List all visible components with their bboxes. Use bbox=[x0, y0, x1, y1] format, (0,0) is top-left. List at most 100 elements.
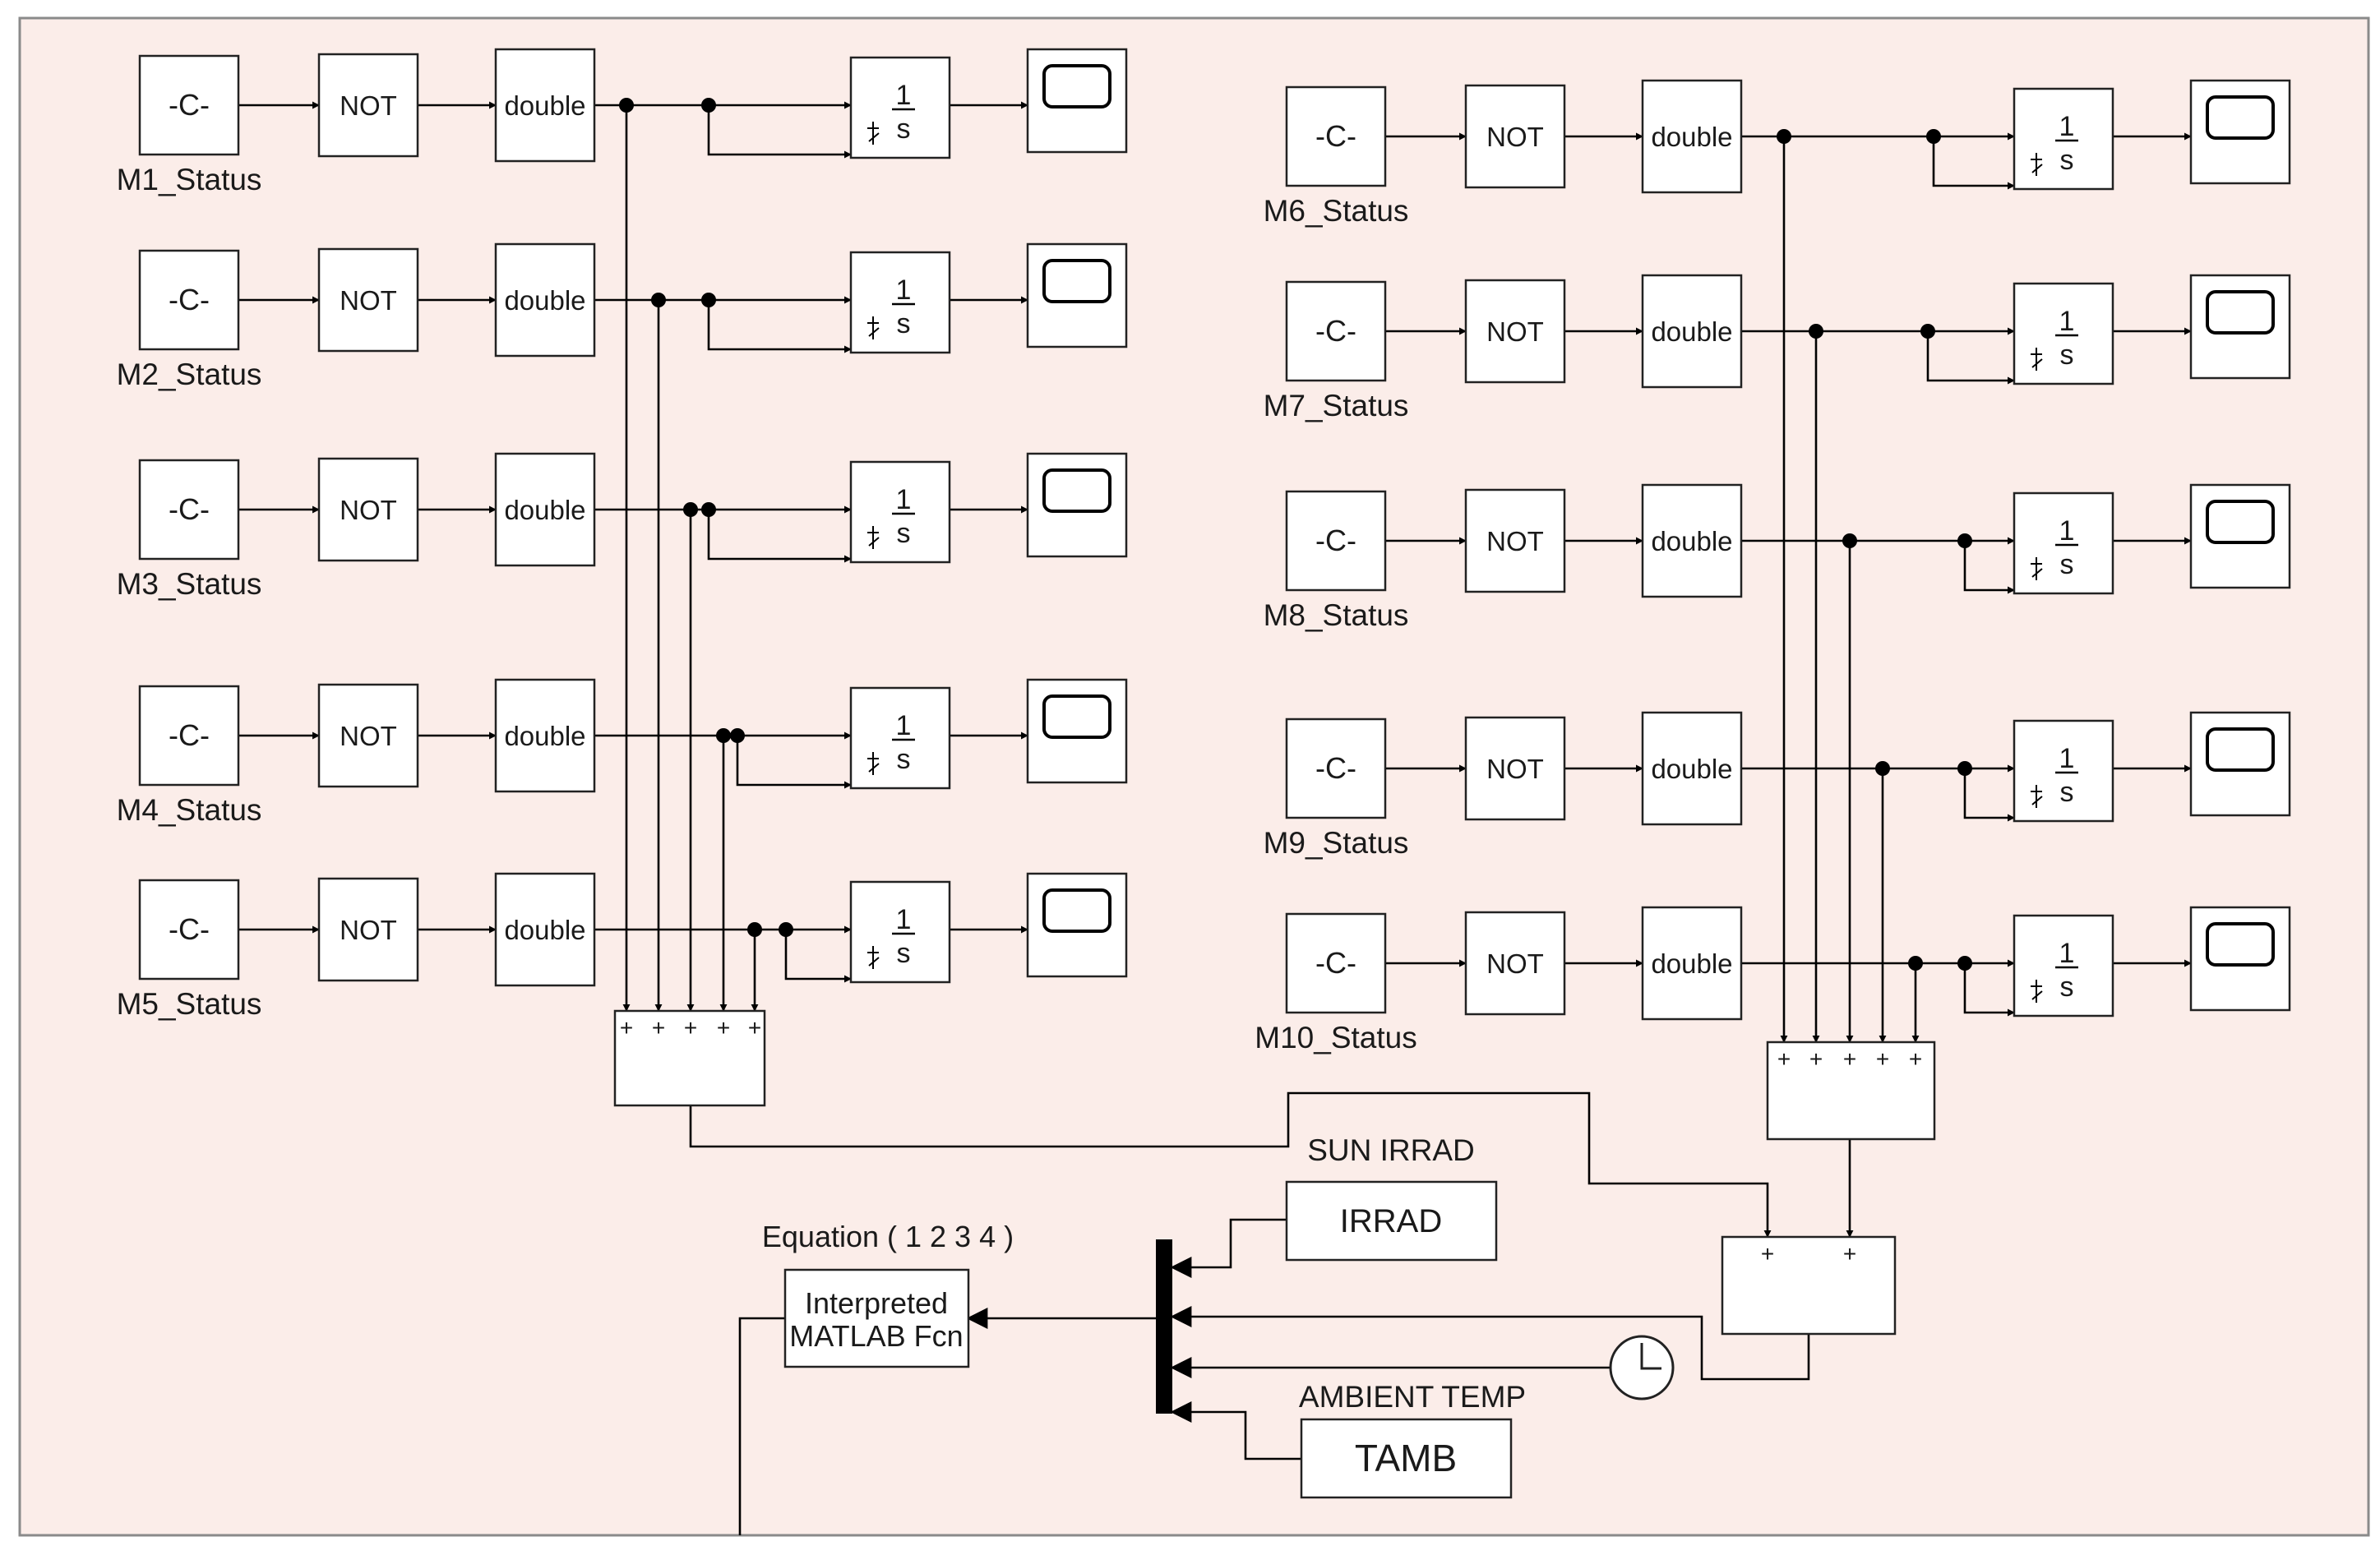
integrator-numerator: 1 bbox=[2059, 306, 2075, 337]
constant-block[interactable]: -C- bbox=[138, 879, 240, 981]
scope-block[interactable] bbox=[1026, 678, 1128, 784]
motor-status-label: M5_Status bbox=[117, 987, 262, 1021]
constant-text: -C- bbox=[1315, 751, 1356, 785]
sum-block-right[interactable]: +++++ bbox=[1766, 1041, 1936, 1141]
integrator-numerator: 1 bbox=[2059, 111, 2075, 142]
double-block[interactable]: double bbox=[1641, 483, 1743, 598]
branch-point bbox=[1920, 324, 1935, 339]
constant-block[interactable]: -C- bbox=[1285, 280, 1387, 382]
irrad-block[interactable]: IRRAD bbox=[1285, 1180, 1498, 1262]
scope-block[interactable] bbox=[2189, 906, 2291, 1012]
branch-point bbox=[779, 922, 793, 937]
not-block[interactable]: NOT bbox=[317, 457, 419, 562]
double-block[interactable]: double bbox=[1641, 79, 1743, 194]
interpreted-matlab-fcn-block[interactable]: Interpreted MATLAB Fcn bbox=[783, 1268, 970, 1368]
double-block[interactable]: double bbox=[1641, 711, 1743, 826]
reset-trigger-icon bbox=[867, 752, 880, 775]
tamb-caption: AMBIENT TEMP bbox=[1299, 1380, 1526, 1414]
integrator-block[interactable]: 1s bbox=[849, 251, 951, 354]
constant-text: -C- bbox=[1315, 119, 1356, 153]
not-block[interactable]: NOT bbox=[1464, 911, 1566, 1016]
integrator-numerator: 1 bbox=[2059, 515, 2075, 547]
integrator-block[interactable]: 1s bbox=[849, 56, 951, 159]
constant-text: -C- bbox=[169, 912, 210, 946]
reset-signal bbox=[736, 736, 852, 789]
not-text: NOT bbox=[340, 495, 397, 525]
constant-block[interactable]: -C- bbox=[138, 685, 240, 787]
double-block[interactable]: double bbox=[494, 242, 596, 358]
integrator-block[interactable]: 1s bbox=[849, 880, 951, 984]
constant-block[interactable]: -C- bbox=[138, 54, 240, 156]
tamb-block[interactable]: TAMB bbox=[1300, 1418, 1513, 1499]
constant-text: -C- bbox=[1315, 524, 1356, 557]
scope-icon bbox=[2206, 290, 2275, 335]
total-to-mux bbox=[1170, 1306, 1810, 1381]
reset-signal bbox=[1926, 331, 2015, 385]
integrator-denominator: s bbox=[2060, 777, 2074, 808]
branch-point bbox=[1957, 533, 1972, 548]
constant-text: -C- bbox=[1315, 946, 1356, 980]
fcn-line1: Interpreted bbox=[805, 1286, 948, 1320]
integrator-block[interactable]: 1s bbox=[2013, 491, 2114, 595]
double-block[interactable]: double bbox=[494, 678, 596, 793]
scope-block[interactable] bbox=[1026, 242, 1128, 348]
motor-status-label: M3_Status bbox=[117, 567, 262, 601]
clock-block[interactable] bbox=[1609, 1335, 1675, 1400]
reset-trigger-icon bbox=[2031, 785, 2043, 808]
double-block[interactable]: double bbox=[494, 872, 596, 987]
integrator-block[interactable]: 1s bbox=[2013, 719, 2114, 823]
double-text: double bbox=[504, 495, 585, 525]
scope-block[interactable] bbox=[1026, 48, 1128, 154]
integrator-block[interactable]: 1s bbox=[2013, 282, 2114, 385]
not-block[interactable]: NOT bbox=[1464, 716, 1566, 821]
not-text: NOT bbox=[340, 285, 397, 316]
motor-status-label: M1_Status bbox=[117, 163, 262, 196]
sum-block-left[interactable]: +++++ bbox=[613, 1009, 766, 1107]
double-text: double bbox=[1651, 754, 1732, 784]
scope-block[interactable] bbox=[2189, 483, 2291, 589]
integrator-denominator: s bbox=[2060, 145, 2074, 176]
scope-block[interactable] bbox=[1026, 872, 1128, 978]
sum-block-total[interactable]: ++ bbox=[1721, 1235, 1897, 1336]
not-block[interactable]: NOT bbox=[317, 877, 419, 982]
constant-block[interactable]: -C- bbox=[1285, 912, 1387, 1014]
not-block[interactable]: NOT bbox=[1464, 279, 1566, 384]
integrator-denominator: s bbox=[2060, 971, 2074, 1003]
integrator-denominator: s bbox=[2060, 339, 2074, 371]
scope-block[interactable] bbox=[2189, 711, 2291, 817]
not-block[interactable]: NOT bbox=[317, 53, 419, 158]
scope-block[interactable] bbox=[2189, 274, 2291, 380]
constant-block[interactable]: -C- bbox=[138, 249, 240, 351]
constant-text: -C- bbox=[1315, 314, 1356, 348]
double-text: double bbox=[1651, 948, 1732, 979]
signal-lines bbox=[238, 98, 2192, 1535]
scope-block[interactable] bbox=[2189, 79, 2291, 185]
motor-status-label: M4_Status bbox=[117, 793, 262, 827]
integrator-block[interactable]: 1s bbox=[849, 686, 951, 790]
constant-block[interactable]: -C- bbox=[1285, 718, 1387, 819]
integrator-block[interactable]: 1s bbox=[2013, 914, 2114, 1017]
not-block[interactable]: NOT bbox=[1464, 84, 1566, 189]
not-block[interactable]: NOT bbox=[1464, 488, 1566, 593]
integrator-block[interactable]: 1s bbox=[2013, 87, 2114, 191]
double-block[interactable]: double bbox=[494, 452, 596, 567]
tamb-to-mux bbox=[1170, 1401, 1301, 1460]
reset-trigger-icon bbox=[867, 316, 880, 339]
not-block[interactable]: NOT bbox=[317, 683, 419, 788]
constant-block[interactable]: -C- bbox=[138, 459, 240, 561]
integrator-denominator: s bbox=[897, 938, 911, 969]
double-block[interactable]: double bbox=[1641, 906, 1743, 1021]
reset-signal bbox=[707, 510, 852, 563]
not-block[interactable]: NOT bbox=[317, 247, 419, 353]
integrator-block[interactable]: 1s bbox=[849, 460, 951, 564]
constant-block[interactable]: -C- bbox=[1285, 490, 1387, 592]
double-block[interactable]: double bbox=[494, 48, 596, 163]
double-text: double bbox=[504, 285, 585, 316]
constant-block[interactable]: -C- bbox=[1285, 85, 1387, 187]
scope-block[interactable] bbox=[1026, 452, 1128, 558]
double-block[interactable]: double bbox=[1641, 274, 1743, 389]
mux-block[interactable] bbox=[1156, 1239, 1172, 1414]
scope-icon bbox=[2206, 922, 2275, 967]
not-text: NOT bbox=[1486, 526, 1544, 556]
